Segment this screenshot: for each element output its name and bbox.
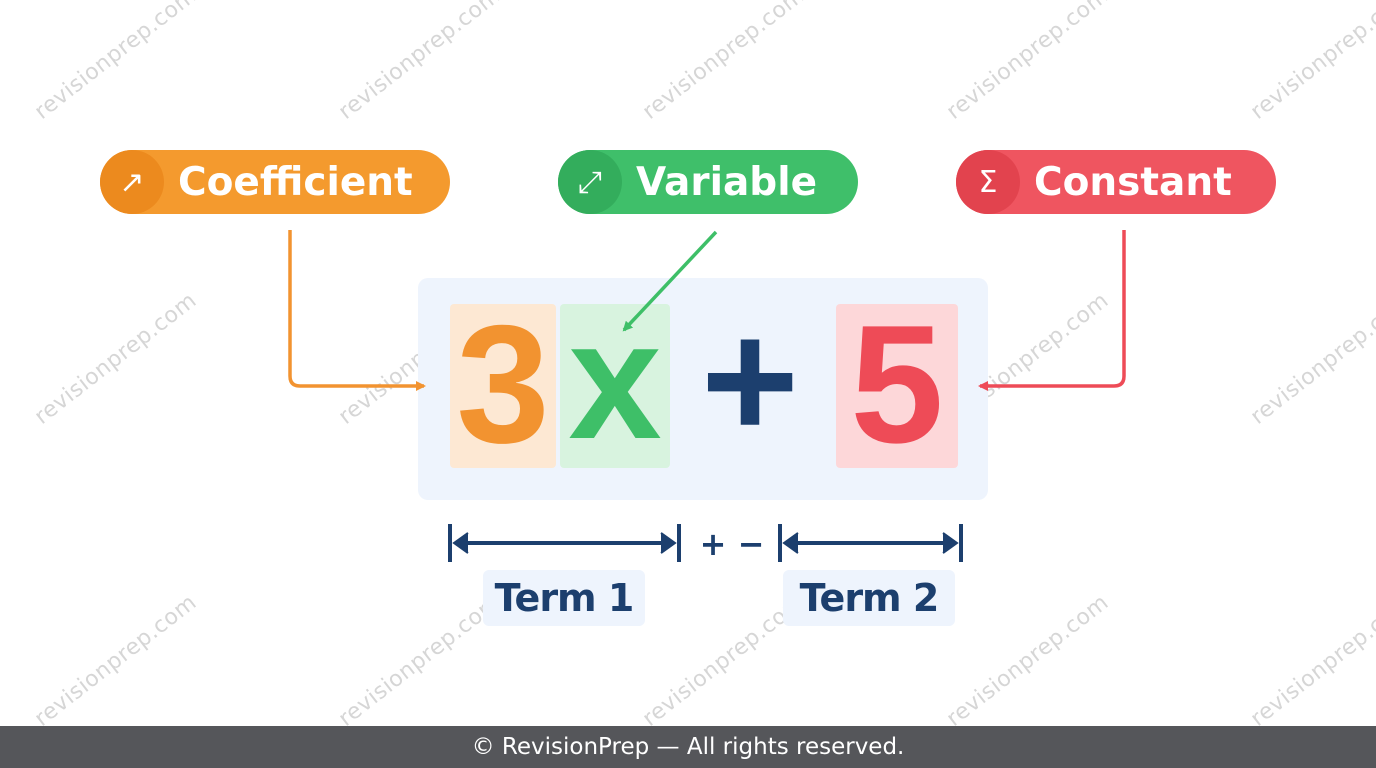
copyright-footer: © RevisionPrep — All rights reserved.	[0, 726, 1376, 768]
sigma-icon: Σ	[956, 150, 1020, 214]
coefficient-connector	[288, 230, 426, 391]
term1-label: Term 1	[483, 570, 645, 626]
term2-span-arrow	[778, 524, 963, 562]
term-separator-operators: + −	[699, 525, 765, 563]
connector-arrows	[288, 230, 1126, 562]
term2-label: Term 2	[783, 570, 955, 626]
variable-label-pill: ⤢ Variable	[558, 150, 858, 214]
coefficient-value: 3	[456, 290, 550, 478]
coefficient-label: Coefficient	[178, 159, 413, 205]
arrow-up-right-icon: ↗	[100, 150, 164, 214]
coefficient-label-pill: ↗ Coefficient	[100, 150, 450, 214]
constant-label: Constant	[1034, 159, 1232, 205]
constant-label-pill: Σ Constant	[956, 150, 1276, 214]
variable-connector	[622, 230, 718, 332]
variable-symbol: x	[568, 286, 662, 474]
copyright-text: © RevisionPrep — All rights reserved.	[471, 734, 905, 760]
constant-value: 5	[850, 290, 944, 478]
coefficient-highlight	[450, 304, 556, 468]
variable-label: Variable	[636, 159, 818, 205]
expand-diagonal-icon: ⤢	[558, 150, 622, 214]
constant-highlight	[836, 304, 958, 468]
term1-span-arrow	[448, 524, 681, 562]
constant-connector	[978, 230, 1126, 391]
plus-operator: +	[700, 286, 800, 474]
variable-highlight	[560, 304, 670, 468]
